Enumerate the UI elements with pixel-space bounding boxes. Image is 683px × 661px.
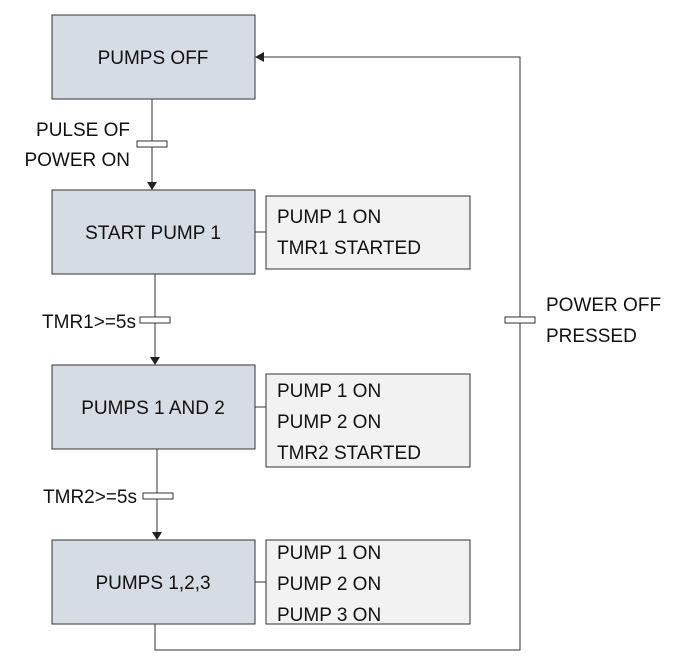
action-item: PUMP 1 ON <box>277 381 381 402</box>
state-pumps-off-label: PUMPS OFF <box>98 48 209 69</box>
action-item: PUMP 1 ON <box>277 543 381 564</box>
transition-power-on: PULSE OF POWER ON <box>24 99 168 190</box>
transition-tmr2: TMR2>=5s <box>43 449 174 540</box>
transition-bar-4 <box>504 316 536 324</box>
transition-power-off: POWER OFF PRESSED <box>154 52 661 651</box>
actions-start-pump-1: PUMP 1 ON TMR1 STARTED <box>265 195 471 270</box>
actions-pumps-1-and-2-box <box>265 373 471 468</box>
state-pumps-off: PUMPS OFF <box>51 14 256 100</box>
action-item: PUMP 3 ON <box>277 605 381 626</box>
action-item: PUMP 2 ON <box>277 412 381 433</box>
state-pumps-1-2-3-label: PUMPS 1,2,3 <box>95 573 210 594</box>
action-item: PUMP 1 ON <box>277 207 381 228</box>
actions-pumps-1-2-3-box <box>265 539 471 625</box>
transition-bar-3 <box>142 492 174 500</box>
transition-label-3: TMR2>=5s <box>43 487 137 508</box>
actions-start-pump-1-box <box>265 195 471 270</box>
arrowhead-s2 <box>147 182 157 190</box>
transition-label-2: TMR1>=5s <box>42 312 136 333</box>
actions-pumps-1-and-2: PUMP 1 ON PUMP 2 ON TMR2 STARTED <box>265 373 471 468</box>
action-item: TMR2 STARTED <box>277 443 421 464</box>
transition-label-4-line2: PRESSED <box>546 326 637 347</box>
state-pumps-1-and-2: PUMPS 1 AND 2 <box>51 364 256 450</box>
transition-tmr1: TMR1>=5s <box>42 274 171 365</box>
arrowhead-s4 <box>152 532 162 540</box>
state-pumps-off-box <box>51 14 256 100</box>
action-item: TMR1 STARTED <box>277 238 421 259</box>
arrowhead-s3 <box>150 357 160 365</box>
state-pumps-1-2-3-box <box>51 539 256 625</box>
actions-pumps-1-2-3: PUMP 1 ON PUMP 2 ON PUMP 3 ON <box>265 539 471 626</box>
arrowhead-s1 <box>255 52 264 62</box>
transition-label-4-line1: POWER OFF <box>546 295 661 316</box>
state-pumps-1-2-3: PUMPS 1,2,3 <box>51 539 256 625</box>
loop-back-link <box>154 56 521 651</box>
state-pumps-1-and-2-box <box>51 364 256 450</box>
transition-label-1-line2: POWER ON <box>24 150 130 171</box>
transition-bar-1 <box>136 140 168 148</box>
transition-bar-2 <box>139 316 171 324</box>
state-start-pump-1-label: START PUMP 1 <box>85 223 221 244</box>
action-item: PUMP 2 ON <box>277 574 381 595</box>
state-start-pump-1: START PUMP 1 <box>51 189 256 275</box>
state-start-pump-1-box <box>51 189 256 275</box>
state-pumps-1-and-2-label: PUMPS 1 AND 2 <box>81 398 225 419</box>
transition-label-1-line1: PULSE OF <box>36 120 130 141</box>
